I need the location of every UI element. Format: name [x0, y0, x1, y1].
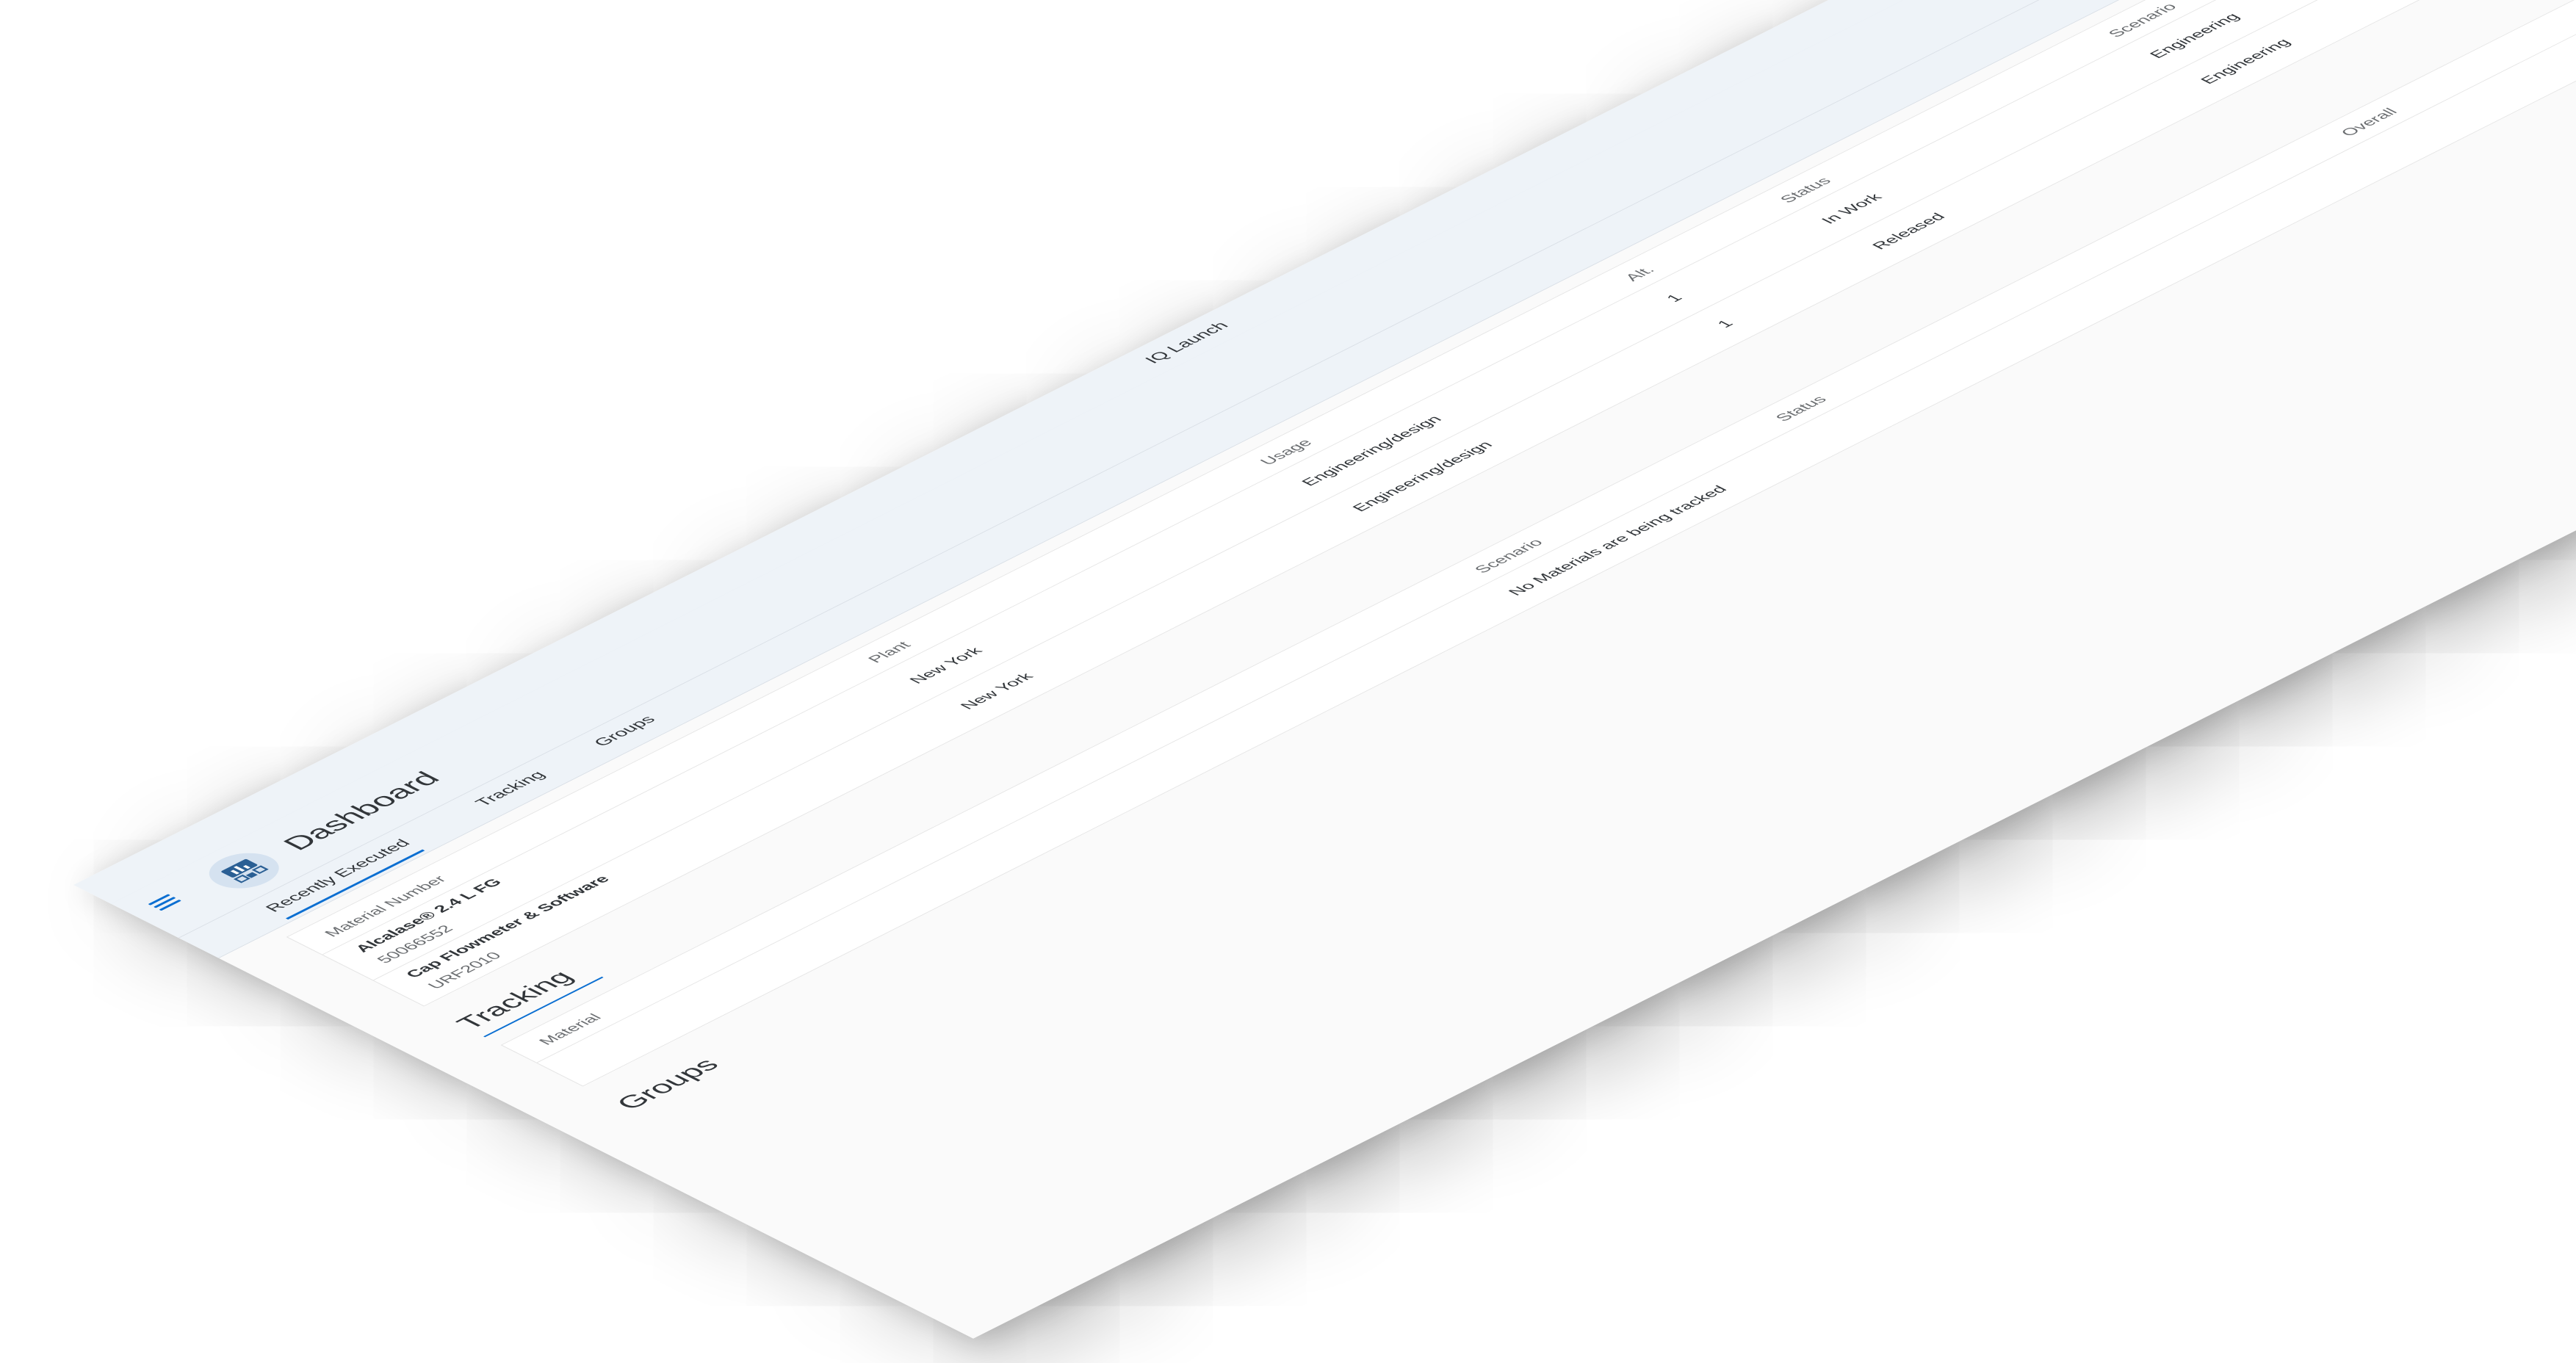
hamburger-menu-icon[interactable]: [148, 894, 182, 911]
status-value: In Work: [1817, 191, 1886, 226]
column-header-alt[interactable]: Alt.: [1621, 264, 1659, 283]
dashboard-avatar: [195, 845, 294, 896]
app-window: IQ Launch Dashboard Recently Execu: [73, 0, 2576, 1339]
recently-executed-table: Material Number Plant Usage Alt. Status …: [286, 0, 2541, 1007]
alt-value: 1: [1662, 292, 1686, 305]
page-header: Dashboard: [111, 0, 2368, 939]
table-row[interactable]: Cap Flowmeter & Software URF2010 New Yor…: [374, 0, 2540, 1006]
alt-value: 1: [1713, 317, 1737, 330]
dashboard-chart-icon: [221, 859, 269, 883]
